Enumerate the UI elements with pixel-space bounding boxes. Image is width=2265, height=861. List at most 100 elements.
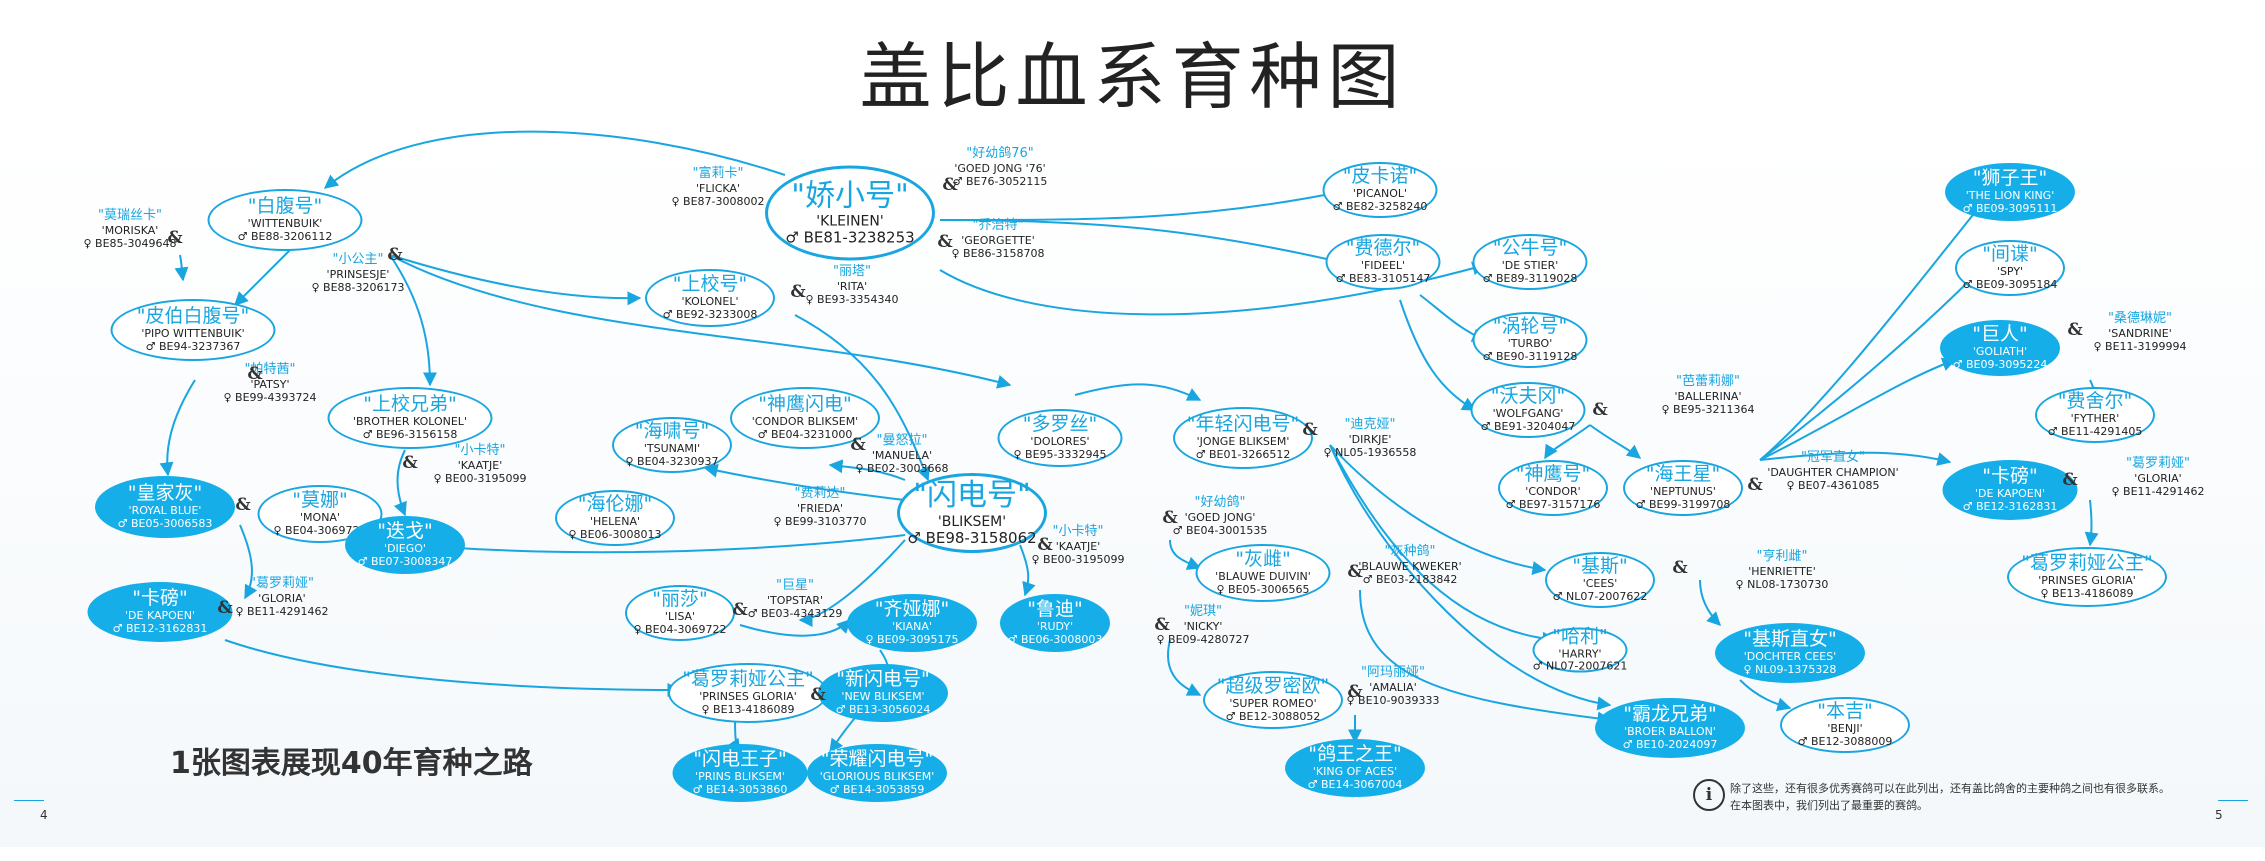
pair-symbol: & xyxy=(402,453,418,473)
ring-id: BE90-3119128 xyxy=(1495,349,1578,363)
pigeon-node-condor: "神鹰号"'CONDOR'♂ BE97-3157176 xyxy=(1498,460,1608,516)
pigeon-ring-number: ♂ BE98-3158062 xyxy=(907,528,1036,547)
pigeon-ring-number: ♀ NL08-1730730 xyxy=(1736,578,1829,591)
pigeon-ring-name: 'NEPTUNUS' xyxy=(1650,485,1716,499)
pigeon-chinese-name: "好幼鸽76" xyxy=(966,146,1034,161)
pigeon-ring-number: ♂ BE92-3233008 xyxy=(662,307,758,322)
pigeon-ring-name: 'GLORIA' xyxy=(2134,471,2182,485)
sex-icon: ♂ xyxy=(1505,497,1516,511)
pigeon-ring-name: 'DE KAPOEN' xyxy=(1975,487,2045,501)
pigeon-chinese-name: "费舍尔" xyxy=(2057,390,2133,413)
pigeon-chinese-name: "娇小号" xyxy=(791,178,909,214)
ring-id: BE12-3088009 xyxy=(1810,734,1893,748)
pigeon-ring-number: ♀ BE04-3069722 xyxy=(633,623,726,637)
pigeon-label-georgette: "乔治特"'GEORGETTE'♀ BE86-3158708 xyxy=(951,218,1044,260)
sex-icon: ♂ xyxy=(662,307,673,321)
pigeon-ring-name: 'FLICKA' xyxy=(696,181,740,195)
pigeon-ring-number: ♂ BE01-3266512 xyxy=(1196,448,1291,462)
ring-id: BE11-4291405 xyxy=(2060,424,2143,438)
pigeon-ring-number: ♀ BE00-3195099 xyxy=(433,472,526,485)
ring-id: BE12-3162831 xyxy=(125,621,208,635)
pigeon-label-dirkje: "迪克娅"'DIRKJE'♀ NL05-1936558 xyxy=(1324,417,1417,459)
ring-id: BE83-3105147 xyxy=(1348,271,1431,285)
sex-icon: ♀ xyxy=(2111,484,2120,498)
sex-icon: ♂ xyxy=(145,339,156,353)
arrow-gloria-prinses xyxy=(224,639,682,697)
pigeon-ring-name: 'RUDY' xyxy=(1036,620,1074,634)
ring-id: BE09-3095175 xyxy=(877,632,959,646)
pigeon-ring-name: 'MORISKA' xyxy=(101,223,159,237)
pair-symbol: & xyxy=(1672,558,1688,578)
pigeon-chinese-name: "齐娅娜" xyxy=(874,598,950,621)
arrow-fideel-wolfgang xyxy=(1399,299,1477,411)
pigeon-node-dolores: "多罗丝"'DOLORES'♀ BE95-3332945 xyxy=(997,409,1123,467)
pigeon-ring-name: 'LISA' xyxy=(664,610,696,624)
sex-icon: ♀ xyxy=(855,461,864,475)
pigeon-chinese-name: "好幼鸽" xyxy=(1194,495,1246,510)
pigeon-ring-name: 'GLORIA' xyxy=(258,591,306,605)
pair-symbol: & xyxy=(387,245,403,265)
pigeon-ring-name: 'TOPSTAR' xyxy=(766,593,824,607)
pigeon-chinese-name: "葛罗莉娅" xyxy=(2126,456,2190,471)
sex-icon: ♀ xyxy=(865,632,874,646)
pair-symbol: & xyxy=(850,435,866,455)
pigeon-node-kleinen: "娇小号"'KLEINEN'♂ BE81-3238253 xyxy=(765,165,935,261)
sex-icon: ♀ xyxy=(223,390,232,404)
pigeon-ring-number: ♀ BE09-4280727 xyxy=(1156,633,1249,646)
pigeon-ring-number: ♂ BE13-3056024 xyxy=(836,703,931,717)
sex-icon: ♀ xyxy=(671,194,680,208)
footnote: 除了这些，还有很多优秀赛鸽可以在此列出，还有盖比鸽舍的主要种鸽之间也有很多联系。… xyxy=(1730,780,2210,814)
arrow-bliksem-condor xyxy=(828,459,906,481)
pigeon-node-wolfgang: "沃夫冈"'WOLFGANG'♂ BE91-3204047 xyxy=(1470,382,1586,438)
pigeon-ring-name: 'KAATJE' xyxy=(1055,539,1101,553)
pigeon-ring-name: 'WITTENBUIK' xyxy=(247,217,323,231)
sex-icon: ♀ xyxy=(701,702,710,716)
pigeon-chinese-name: "涡轮号" xyxy=(1492,315,1568,338)
arrow-dochter-benji xyxy=(1739,679,1792,712)
ring-id: BE11-4291462 xyxy=(2123,484,2205,498)
pigeon-label-moriska: "莫瑞丝卡"'MORISKA'♀ BE85-3049648 xyxy=(83,208,176,250)
pigeon-chinese-name: "妮琪" xyxy=(1184,604,1222,619)
ring-id: BE09-3095224 xyxy=(1965,357,2048,371)
ring-id: BE86-3158708 xyxy=(963,246,1045,260)
footnote-line-2: 在本图表中，我们列出了最重要的赛鸽。 xyxy=(1730,799,1928,813)
ring-id: BE99-3199708 xyxy=(1648,497,1731,511)
pigeon-ring-number: ♀ BE99-4393724 xyxy=(223,391,316,404)
pigeon-ring-name: 'KIANA' xyxy=(892,620,932,634)
pigeon-label-daughter-champion: "冠军直女"'DAUGHTER CHAMPION'♀ BE07-4361085 xyxy=(1767,450,1898,492)
pigeon-ring-name: 'PRINSES GLORIA' xyxy=(2038,574,2136,588)
pigeon-node-glorious-bliksem: "荣耀闪电号"'GLORIOUS BLIKSEM'♂ BE14-3053859 xyxy=(807,744,947,802)
pair-symbol: & xyxy=(1347,562,1363,582)
pigeon-ring-name: 'DOLORES' xyxy=(1030,435,1090,449)
pigeon-node-picanol: "皮卡诺"'PICANOL'♂ BE82-3258240 xyxy=(1322,162,1438,218)
pigeon-ring-name: 'TURBO' xyxy=(1507,337,1553,351)
pigeon-ring-number: ♀ BE04-3069721 xyxy=(273,524,366,538)
sex-icon: ♂ xyxy=(1962,499,1973,513)
pigeon-ring-name: 'GOED JONG' xyxy=(1184,510,1256,524)
sex-icon: ♂ xyxy=(1480,419,1491,433)
pair-symbol: & xyxy=(2067,320,2083,340)
pigeon-ring-name: 'KLEINEN' xyxy=(816,213,884,230)
pigeon-ring-number: ♀ BE95-3332945 xyxy=(1013,448,1106,462)
pigeon-ring-number: ♀ BE11-3199994 xyxy=(2093,340,2186,353)
pigeon-chinese-name: "亨利雌" xyxy=(1756,549,1808,564)
pigeon-ring-number: ♂ BE83-3105147 xyxy=(1336,271,1431,286)
arrow-kleinen-wittenbuik xyxy=(323,130,786,189)
arrow-nicky-superromeo xyxy=(1167,639,1202,696)
ring-id: BE04-3231000 xyxy=(770,427,853,441)
ring-id: BE12-3088052 xyxy=(1238,709,1321,723)
pigeon-ring-number: ♂ BE06-3008003 xyxy=(1008,633,1103,647)
arrow-blauwe-broer xyxy=(1359,589,1612,726)
pigeon-chinese-name: "皇家灰" xyxy=(127,482,203,505)
pigeon-chinese-name: "莫娜" xyxy=(292,489,348,512)
pigeon-label-frieda: "费莉达"'FRIEDA'♀ BE99-3103770 xyxy=(773,486,866,528)
pigeon-label-rita: "丽塔"'RITA'♀ BE93-3354340 xyxy=(805,264,898,306)
sex-icon: ♂ xyxy=(907,528,921,547)
sex-icon: ♀ xyxy=(235,604,244,618)
ring-id: BE10-9039333 xyxy=(1358,693,1440,707)
pigeon-ring-number: ♂ BE09-3095224 xyxy=(1953,357,2048,372)
pigeon-chinese-name: "曼怒拉" xyxy=(876,433,928,448)
pigeon-ring-name: 'GOED JONG '76' xyxy=(954,161,1046,175)
pigeon-ring-number: ♂ BE82-3258240 xyxy=(1333,200,1428,214)
arrow-kleinen-picanol xyxy=(939,187,1342,221)
